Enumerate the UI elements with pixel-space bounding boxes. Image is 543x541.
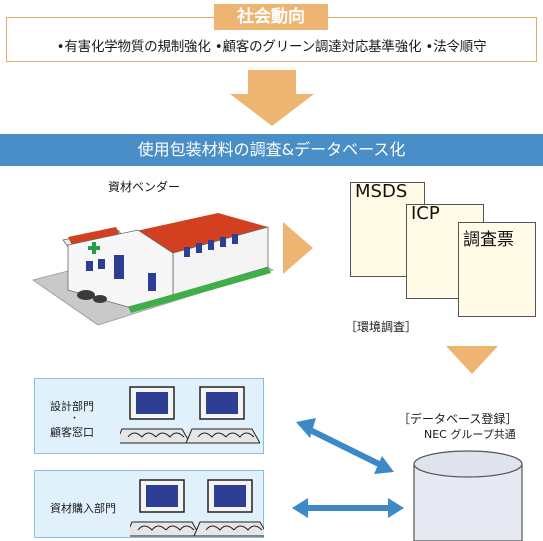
icp-label: ICP: [411, 203, 440, 224]
right-arrow: [283, 222, 313, 274]
purchase-computers: [130, 479, 264, 537]
social-trends-text: •有害化学物質の規制強化 •顧客のグリーン調達対応基準強化 •法令順守: [56, 39, 487, 55]
database-subtitle: NEC グループ共通: [424, 428, 516, 441]
computer-icon: [130, 479, 201, 537]
environmental-survey-caption: ［環境調査］: [345, 320, 418, 334]
factory-illustration: [32, 213, 275, 326]
survey-form-label: 調査票: [463, 230, 514, 250]
survey-form-document: 調査票: [458, 222, 536, 317]
separator-dot: ・: [70, 414, 80, 424]
computer-icon: [185, 386, 260, 444]
diagonal-double-arrow: [296, 418, 394, 474]
database-title: ［データベース登録］: [398, 412, 518, 426]
design-department-label: 設計部門: [50, 400, 94, 413]
vendor-label: 資材ベンダー: [108, 180, 181, 194]
down-arrow-large: [230, 70, 314, 126]
sync-arrows: [292, 418, 404, 518]
design-computers: [120, 386, 260, 444]
horizontal-double-arrow: [292, 498, 404, 518]
survey-banner: 使用包装材料の調査&データベース化: [0, 134, 543, 166]
down-arrow-small: [446, 346, 498, 374]
social-trends-title: 社会動向: [214, 4, 328, 30]
purchase-department-label: 資材購入部門: [50, 502, 116, 515]
computer-icon: [120, 386, 191, 444]
database-icon: [413, 450, 523, 541]
computer-icon: [193, 479, 264, 537]
msds-label: MSDS: [355, 181, 408, 202]
customer-contact-label: 顧客窓口: [50, 426, 94, 439]
